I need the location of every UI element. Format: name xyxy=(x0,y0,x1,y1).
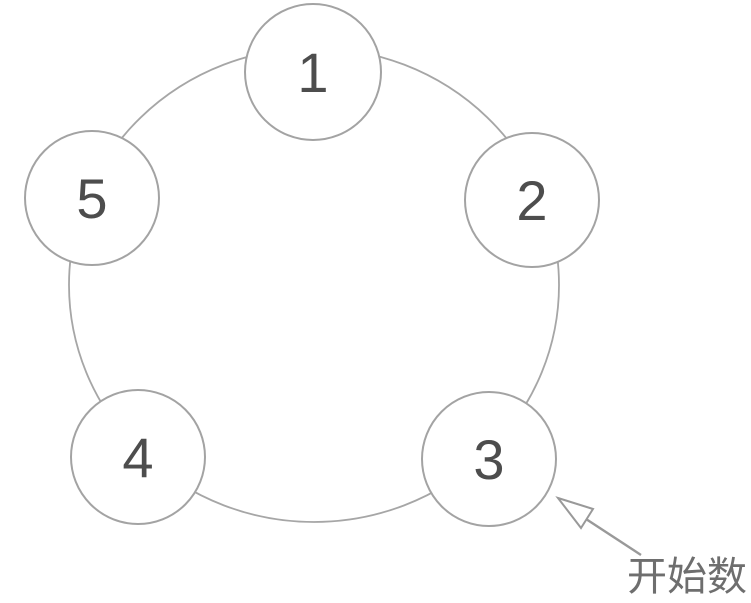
node-circle-3 xyxy=(421,391,557,527)
node-circle-5 xyxy=(24,130,160,266)
node-number-3: 3 xyxy=(473,428,504,491)
annotation-start-count: 开始数 xyxy=(627,555,747,599)
node-number-4: 4 xyxy=(122,426,153,489)
node-number-5: 5 xyxy=(76,167,107,230)
node-circle-1 xyxy=(244,3,382,141)
node-number-2: 2 xyxy=(516,169,547,232)
start-arrow-head-icon xyxy=(555,496,595,530)
node-number-1: 1 xyxy=(297,41,328,104)
node-circle-2 xyxy=(464,132,600,268)
start-arrow-shaft xyxy=(585,517,642,557)
node-circle-4 xyxy=(70,389,206,525)
